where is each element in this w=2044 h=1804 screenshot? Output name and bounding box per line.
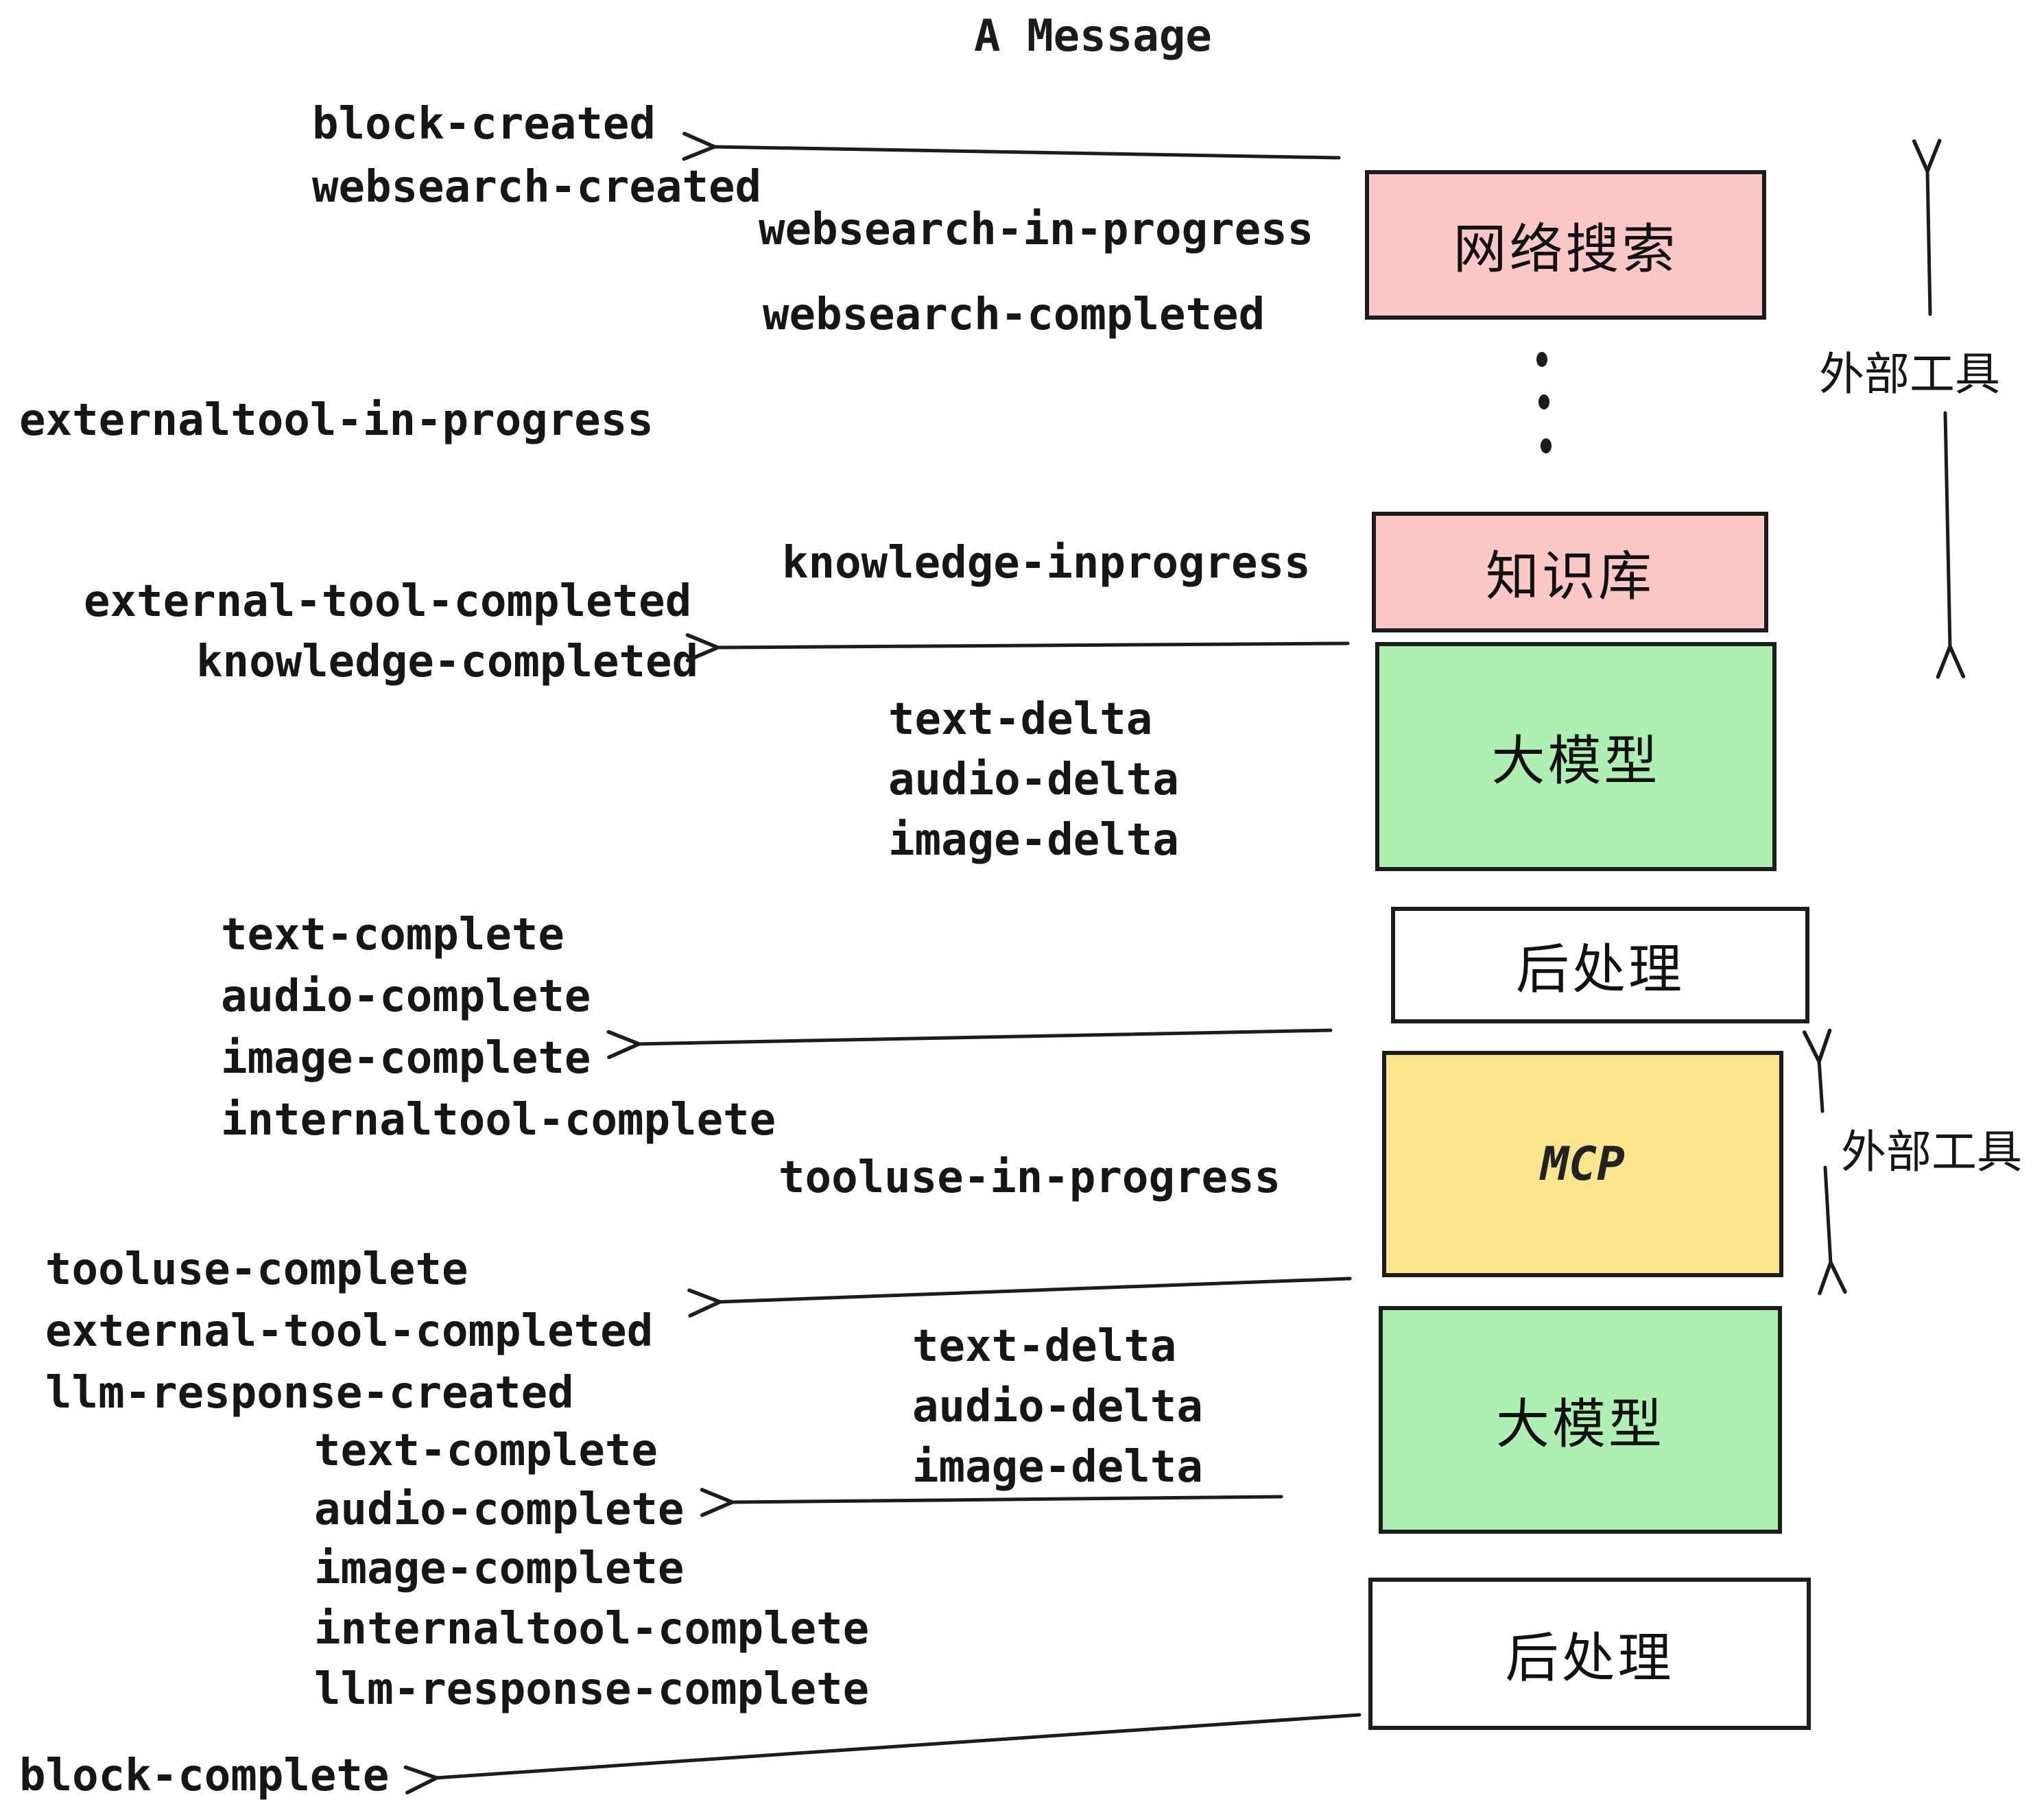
- box-llm-2-label: 大模型: [1495, 1394, 1665, 1456]
- box-mcp: MCP: [1382, 1051, 1783, 1277]
- event-knowledge-completed: knowledge-completed: [196, 637, 699, 687]
- box-knowledge: 知识库: [1372, 512, 1768, 632]
- event-knowledge-inprogress: knowledge-inprogress: [782, 538, 1311, 589]
- event-text-complete: text-complete: [221, 910, 565, 960]
- arrow-complete-after-llm2: [731, 1497, 1283, 1502]
- event-tooluse-in-progress: tooluse-in-progress: [779, 1152, 1281, 1203]
- event-audio-delta: audio-delta: [888, 755, 1179, 805]
- arrow-block-websearch-created: [713, 147, 1341, 158]
- arrow-external-tools-mcp-up: [1819, 1060, 1822, 1113]
- box-llm-1-label: 大模型: [1491, 731, 1661, 792]
- arrow-block-complete: [436, 1713, 1362, 1778]
- event-audio-complete-2: audio-complete: [314, 1484, 685, 1535]
- event-external-tool-completed: external-tool-completed: [84, 576, 692, 627]
- box-mcp-label: MCP: [1541, 1137, 1625, 1191]
- event-external-tool-completed-2: external-tool-completed: [45, 1306, 654, 1357]
- event-text-delta: text-delta: [888, 694, 1153, 745]
- event-block-complete: block-complete: [19, 1750, 390, 1801]
- event-image-delta-2: image-delta: [912, 1442, 1203, 1493]
- event-llm-response-created: llm-response-created: [45, 1368, 574, 1419]
- arrow-external-tools-up: [1927, 170, 1930, 316]
- arrow-external-tools-down: [1945, 411, 1950, 648]
- arrow-knowledge-completed: [717, 643, 1350, 648]
- box-knowledge-label: 知识库: [1485, 546, 1654, 608]
- diagram-title: A Message: [974, 11, 1212, 62]
- box-postprocess-2: 后处理: [1368, 1578, 1811, 1730]
- box-postprocess-2-label: 后处理: [1505, 1628, 1674, 1689]
- box-websearch: 网络搜索: [1365, 170, 1766, 320]
- event-websearch-created: websearch-created: [312, 162, 762, 213]
- arrow-complete-after-llm1: [638, 1028, 1333, 1044]
- event-image-delta: image-delta: [888, 815, 1179, 866]
- event-text-delta-2: text-delta: [912, 1321, 1177, 1372]
- arrow-external-tools-mcp-down: [1825, 1165, 1831, 1263]
- event-externaltool-in-progress: externaltool-in-progress: [19, 395, 654, 446]
- external-tools-label-mcp: 外部工具: [1841, 1126, 2022, 1178]
- event-audio-delta-2: audio-delta: [912, 1381, 1203, 1432]
- box-websearch-label: 网络搜索: [1453, 219, 1678, 281]
- event-websearch-completed: websearch-completed: [763, 289, 1265, 340]
- ellipsis-dots: [1536, 352, 1552, 453]
- event-tooluse-complete: tooluse-complete: [45, 1244, 468, 1295]
- arrow-tooluse-complete: [719, 1277, 1352, 1302]
- external-tools-label-top: 外部工具: [1819, 348, 2000, 401]
- event-text-complete-2: text-complete: [314, 1425, 658, 1476]
- box-postprocess-1: 后处理: [1391, 907, 1809, 1023]
- event-internaltool-complete-2: internaltool-complete: [314, 1604, 870, 1654]
- event-image-complete: image-complete: [221, 1033, 591, 1084]
- event-image-complete-2: image-complete: [314, 1543, 685, 1594]
- box-llm-1: 大模型: [1375, 642, 1776, 871]
- event-llm-response-complete: llm-response-complete: [314, 1664, 870, 1715]
- event-websearch-in-progress: websearch-in-progress: [759, 204, 1314, 255]
- box-llm-2: 大模型: [1379, 1306, 1782, 1534]
- box-postprocess-1-label: 后处理: [1515, 939, 1685, 1001]
- event-internaltool-complete: internaltool-complete: [221, 1095, 776, 1146]
- event-audio-complete: audio-complete: [221, 971, 591, 1022]
- event-block-created: block-created: [312, 99, 656, 150]
